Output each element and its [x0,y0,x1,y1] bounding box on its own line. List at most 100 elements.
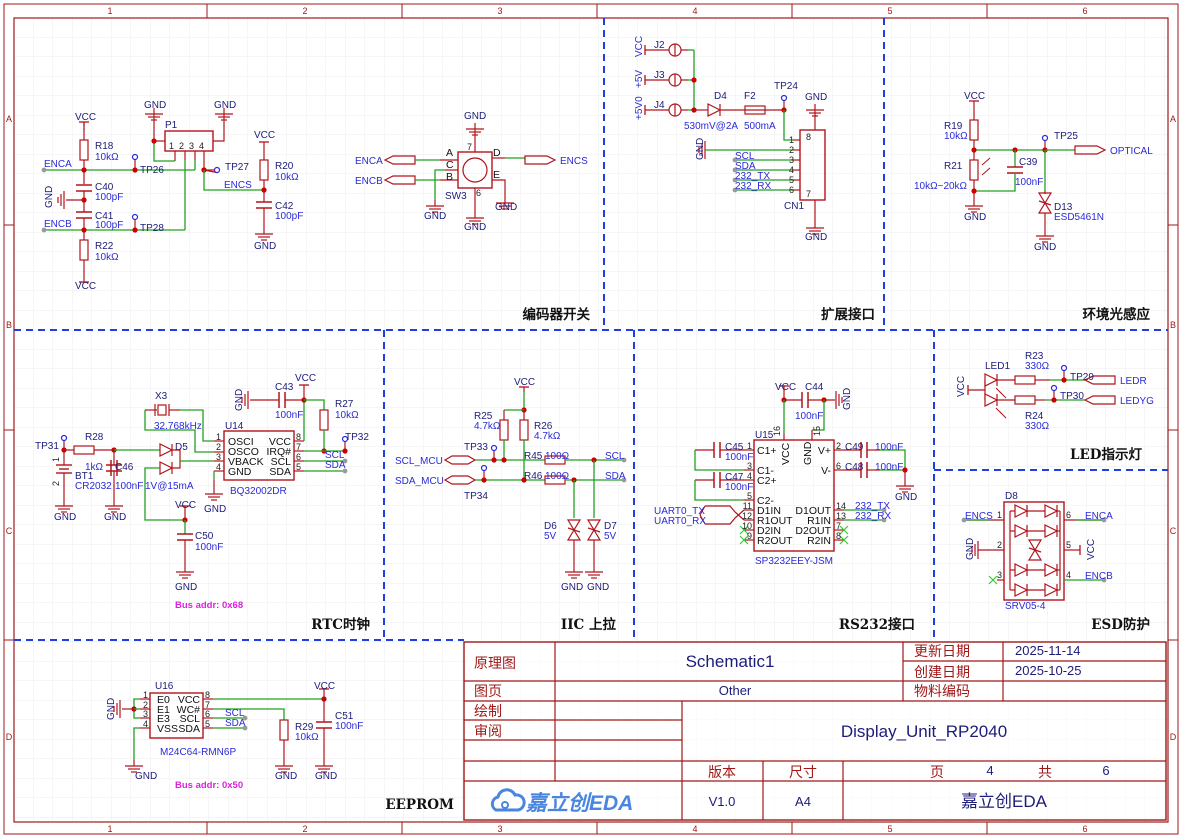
r23-label: R23 [1025,351,1044,362]
pin-number: 3 [216,452,221,462]
scl-label: SCL [325,450,345,461]
sda-label: SDA [605,471,626,482]
r20-label: R20 [275,161,294,172]
pin-name: C2+ [757,475,777,487]
junction-dot [342,448,348,454]
net-end-dot [242,725,248,731]
sheet-value-label: 4 [986,763,993,778]
pin-b-label: B [446,171,453,183]
pin-name: V- [821,465,831,477]
resistor-symbol [969,119,979,141]
pin-e-label: E [493,169,500,181]
encoder-knob-icon [462,157,488,183]
row-marker: D [1170,732,1177,742]
net-port-icon [443,475,477,485]
test-point-icon [1060,364,1068,372]
updated-value-label: 2025-11-14 [1015,643,1081,658]
junction-dot [1051,397,1057,403]
row-marker: C [6,526,13,536]
created-label-label: 创建日期 [914,664,970,680]
net-end-dot [961,517,967,523]
junction-dot [971,147,977,153]
r24-label: R24 [1025,411,1044,422]
resistor-symbol [79,139,89,161]
total-label-label: 共 [1038,764,1052,780]
jlceda-logo [490,788,526,812]
c46-label: C46 [115,462,134,473]
diode-icon [707,103,722,117]
tx-label: 232_TX [735,171,770,182]
section-title-eeprom: EEPROM [385,797,454,813]
pin-name: OSCO [228,446,259,458]
j4-label: J4 [654,100,665,111]
pin-name: C1+ [757,445,777,457]
pin-number: 11 [743,501,752,511]
resistor-symbol [499,419,509,441]
line [1028,547,1042,553]
resistor-symbol [79,239,89,261]
bt1-pin2-label: 2 [51,481,61,486]
c41-val-label: 100pF [95,220,123,231]
encb-label: ENCB [44,219,72,230]
pin-name: C2- [757,495,774,507]
diode-icon [984,373,999,387]
led1-label: LED1 [985,361,1010,372]
net-port-icon [705,505,745,521]
net-port-icon [383,155,416,165]
resistor-symbol [519,419,529,441]
wire [812,400,825,431]
net-end-dot [732,177,738,183]
net-port-icon [443,455,477,465]
crystal-icon [157,404,167,416]
net-port-icon [705,509,745,525]
net-end-dot [1101,577,1107,583]
tvs-diode-icon [566,519,582,532]
diode-icon [984,393,999,407]
cloud-icon [490,788,526,812]
c50-val-label: 100nF [195,542,223,553]
pin-name: OSCI [228,436,254,448]
c51-label: C51 [335,711,354,722]
resistor-symbol [319,409,329,431]
gnd-left-label: GND [695,138,706,160]
c43-label: C43 [275,382,294,393]
components [41,43,1116,773]
vcc-label: VCC [1086,539,1097,560]
pin-name: SCL [271,456,292,468]
gnd-label: GND [44,186,55,208]
net-port-icon [1083,375,1116,385]
r18-label: R18 [95,141,114,152]
material-label-label: 物料编码 [914,683,970,699]
r27-val-label: 10kΩ [335,410,359,421]
pin-name: SDA [178,723,200,735]
test-point-icon [341,435,349,443]
ledyg-label: LEDYG [1120,396,1154,407]
junction-dot [81,227,87,233]
test-point-icon [213,166,221,174]
j2-label: J2 [654,40,665,51]
pin-number: 5 [789,175,794,185]
pin-number: 6 [205,709,210,719]
wire [434,169,445,200]
pin-name: D2OUT [795,525,831,537]
resistor-symbol [1014,395,1036,405]
junction-dot [132,227,138,233]
pin-name: R1IN [807,515,831,527]
pin-number: 2 [836,441,841,451]
connector-cn1 [799,129,826,201]
logo-text: 嘉立创EDA [525,791,633,815]
test-point-icon [1041,134,1049,142]
schematic-value-label: Schematic1 [686,652,775,671]
gnd2-label: GND [275,771,297,782]
r26-label: R26 [534,421,553,432]
rx-label: 232_RX [855,511,891,522]
pin-name: V+ [818,445,831,457]
pin-name: SCL [180,713,201,725]
pin-number: 3 [997,570,1002,580]
title-block [463,641,1167,821]
line [567,527,581,533]
net-end-dot [732,167,738,173]
net-end-dot [1101,517,1107,523]
net-port-icon [524,155,557,165]
